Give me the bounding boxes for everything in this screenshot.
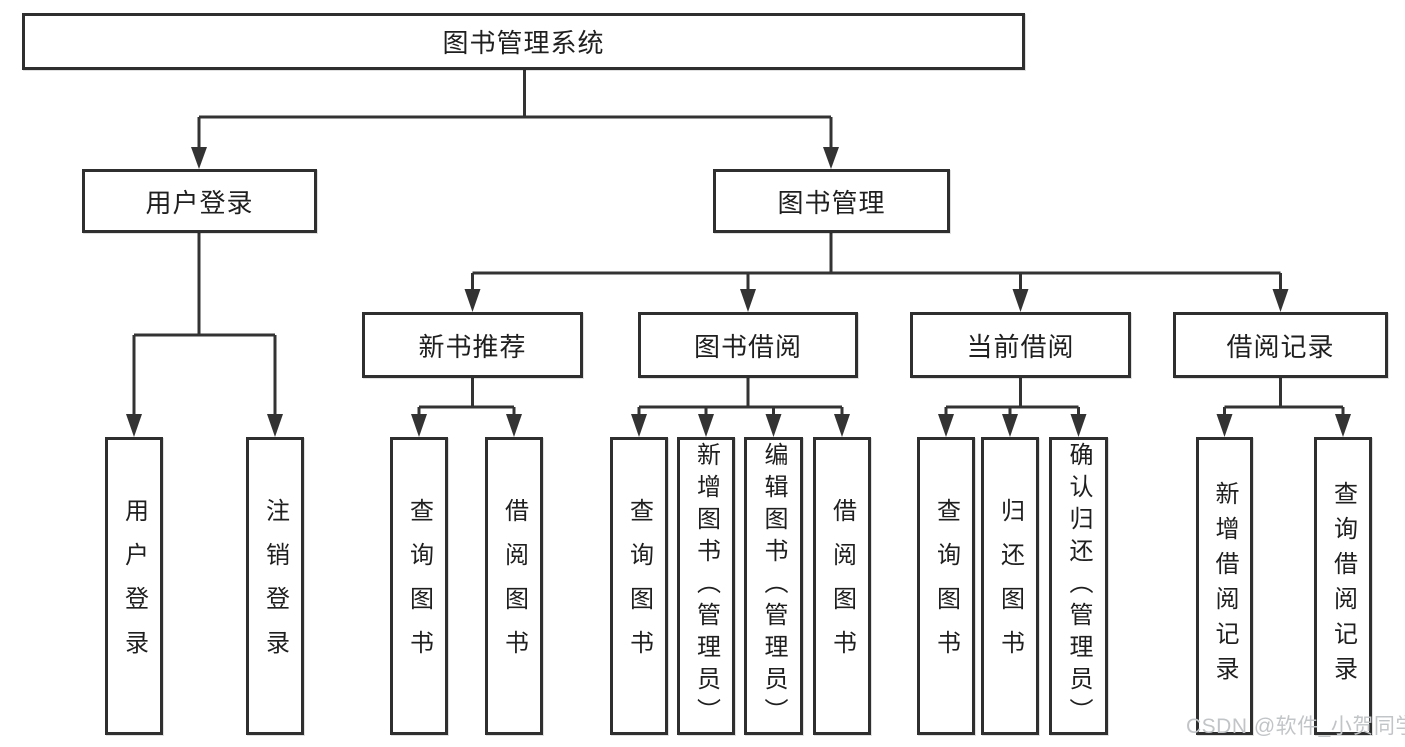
node-label: 查询图书	[932, 498, 960, 674]
leaf-query-borrow-record: 查询借阅记录	[1314, 437, 1372, 735]
node-label: 借阅图书	[500, 498, 528, 674]
node-new-book-recommend: 新书推荐	[362, 312, 583, 378]
leaf-borrow-books: 借阅图书	[813, 437, 871, 735]
leaf-edit-book-admin: 编辑图书（管理员）	[744, 437, 803, 735]
node-label: 图书借阅	[693, 331, 802, 362]
node-label: 查询借阅记录	[1329, 481, 1357, 691]
leaf-borrow-books-recommend: 借阅图书	[485, 437, 543, 735]
arrowheads-new-book-children	[411, 414, 522, 437]
node-label: 确认归还（管理员）	[1065, 442, 1092, 730]
node-label: 归还图书	[996, 498, 1024, 674]
node-label: 新增图书（管理员）	[692, 442, 720, 730]
node-label: 编辑图书（管理员）	[760, 442, 787, 730]
arrowheads-book-management-to-level3	[464, 289, 1289, 312]
leaf-confirm-return-admin: 确认归还（管理员）	[1049, 437, 1108, 735]
node-label: 图书管理系统	[442, 28, 605, 58]
node-label: 注销登录	[261, 498, 289, 674]
node-borrowing-records: 借阅记录	[1173, 312, 1388, 378]
node-label: 借阅图书	[828, 498, 856, 674]
node-label: 查询图书	[405, 498, 433, 674]
connector-user-login-children	[132, 233, 277, 415]
leaf-query-books-current: 查询图书	[917, 437, 975, 735]
node-label: 借阅记录	[1226, 331, 1335, 362]
arrowheads-root-to-level2	[191, 147, 839, 169]
node-current-borrowing: 当前借阅	[910, 312, 1131, 378]
arrowheads-book-borrow-children	[631, 414, 850, 437]
node-label: 当前借阅	[966, 331, 1075, 362]
arrowheads-user-login-children	[126, 414, 283, 437]
arrowheads-current-borrow-children	[938, 414, 1087, 437]
node-label: 新增借阅记录	[1211, 481, 1238, 691]
node-label: 用户登录	[145, 187, 254, 218]
csdn-watermark: CSDN @软件_小贺同学	[1186, 715, 1405, 738]
node-book-borrowing: 图书借阅	[638, 312, 858, 378]
connector-book-management-to-level3	[471, 233, 1282, 290]
node-book-management: 图书管理	[713, 169, 950, 233]
leaf-add-borrow-record: 新增借阅记录	[1196, 437, 1253, 735]
leaf-logout: 注销登录	[246, 437, 304, 735]
node-label: 新书推荐	[418, 331, 527, 362]
leaf-query-books-borrow: 查询图书	[610, 437, 668, 735]
leaf-return-book: 归还图书	[981, 437, 1039, 735]
node-label: 用户登录	[120, 498, 148, 674]
connector-borrow-records-children	[1223, 378, 1345, 415]
node-root-system: 图书管理系统	[22, 13, 1025, 70]
connector-root-to-level2	[197, 70, 833, 148]
connector-current-borrow-children	[944, 378, 1080, 415]
connector-book-borrow-children	[637, 378, 844, 415]
node-label: 图书管理	[777, 187, 886, 218]
leaf-add-book-admin: 新增图书（管理员）	[677, 437, 735, 735]
node-user-login: 用户登录	[82, 169, 317, 233]
leaf-user-login: 用户登录	[105, 437, 163, 735]
connector-new-book-children	[417, 378, 516, 415]
arrowheads-borrow-records-children	[1216, 414, 1351, 437]
leaf-query-books-recommend: 查询图书	[390, 437, 448, 735]
node-label: 查询图书	[625, 498, 653, 674]
